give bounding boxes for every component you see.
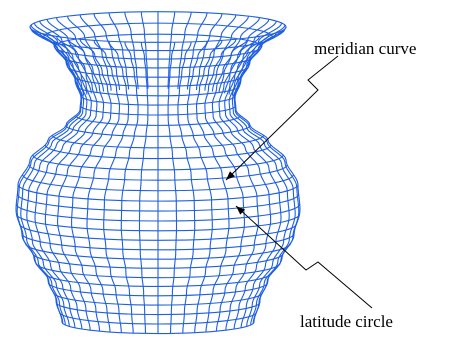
meridian-curve (195, 40, 230, 333)
meridian-curve (231, 30, 296, 326)
meridian-curve (15, 26, 82, 323)
vase-wireframe-mesh (15, 11, 301, 335)
meridian-curve (186, 41, 213, 333)
meridian-curve (39, 20, 88, 95)
meridian-curve (233, 24, 286, 97)
meridian-arrowhead (226, 171, 235, 180)
meridian-curve (231, 22, 283, 96)
meridian-curve (228, 20, 277, 95)
meridian-curve (228, 32, 290, 327)
meridian-curve (204, 14, 237, 91)
meridian-curve (177, 12, 192, 90)
meridian-curve (224, 19, 270, 94)
meridian-curve (195, 13, 223, 91)
meridian-curve (108, 12, 130, 90)
meridian-curve (46, 19, 92, 94)
meridian-curve (26, 32, 88, 327)
meridian-leader-line (225, 55, 339, 181)
meridian-curve (79, 14, 112, 91)
meridian-curve (33, 22, 85, 96)
meridian-curve (218, 36, 272, 330)
meridian-curve (177, 41, 196, 334)
meridian-curve (224, 34, 282, 328)
meridian-curve (211, 37, 259, 331)
meridian-curve (138, 42, 149, 334)
meridian-curve (34, 34, 92, 328)
meridian-curve (167, 11, 176, 89)
meridian-curve (233, 28, 300, 324)
meridian-curve (71, 39, 112, 332)
latitude-circle-label: latitude circle (300, 312, 393, 331)
meridian-curve (57, 37, 105, 331)
latitude-circle (61, 321, 255, 335)
meridian-curve (211, 15, 250, 92)
meridian-curve (103, 41, 130, 333)
meridian-curve (204, 39, 245, 332)
meridian-curve (20, 30, 85, 326)
meridian-curve (93, 13, 121, 91)
meridian-curve-label: meridian curve (314, 39, 417, 58)
meridian-curve (30, 24, 83, 97)
meridian-curve (86, 40, 121, 333)
latitude-leader-line (235, 205, 373, 309)
meridian-curve (120, 41, 139, 334)
meridian-curve (44, 36, 98, 330)
meridian-curve (124, 12, 139, 90)
meridian-curve (218, 17, 261, 93)
meridian-curve (140, 11, 149, 89)
meridian-curve (55, 17, 98, 93)
meridian-curve (66, 15, 105, 92)
meridian-curve (186, 12, 208, 90)
annotations (225, 55, 373, 309)
latitude-arrowhead (236, 206, 246, 215)
meridian-curve (167, 42, 178, 334)
